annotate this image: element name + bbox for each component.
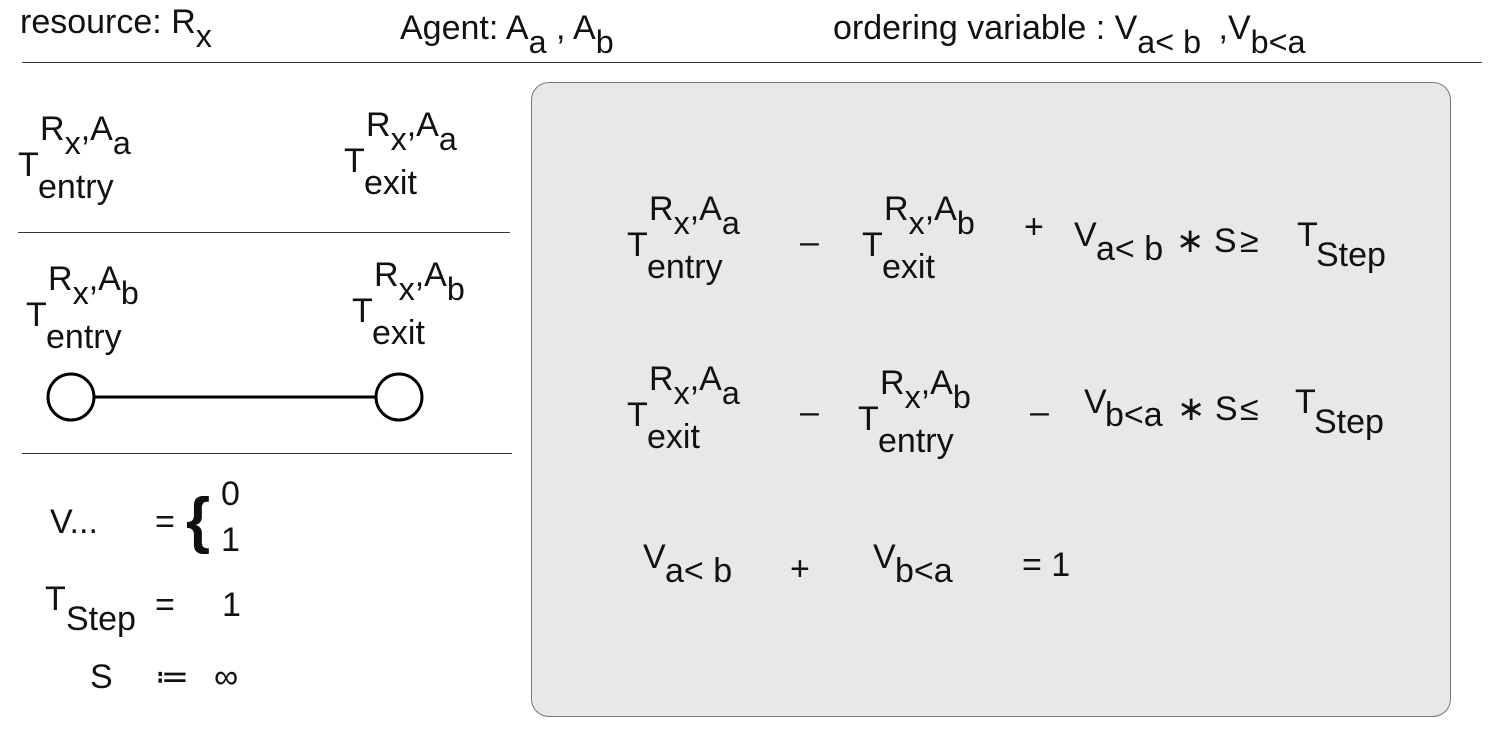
- t-subscript: entry: [647, 248, 723, 286]
- ordering-v2-symbol: V: [1227, 9, 1251, 47]
- t-subscript: entry: [46, 318, 122, 356]
- agent-a-symbol: A: [505, 9, 529, 47]
- tstep-subscript: Step: [66, 600, 136, 638]
- constraint-panel: [531, 82, 1451, 717]
- eq1-minus: –: [800, 223, 819, 261]
- eq3-v1-symbol: V: [643, 538, 666, 576]
- tstep-symbol: T: [45, 580, 66, 618]
- ordering-separator: ,: [1218, 9, 1228, 47]
- t-exit-rx-ab: Rx,Ab T exit: [352, 258, 552, 368]
- ordering-v2-subscript: b<a: [1250, 23, 1306, 60]
- eq1-multiply-s: ∗ S: [1176, 222, 1237, 260]
- eq1-geq: ≥: [1240, 222, 1259, 260]
- t-superscript: Rx,Ab: [48, 260, 139, 311]
- t-subscript: exit: [647, 418, 700, 456]
- t-symbol: T: [344, 142, 365, 180]
- s-value-infinity: ∞: [214, 658, 239, 696]
- v-value-zero: 0: [221, 475, 240, 513]
- eq3-v2-subscript: b<a: [895, 552, 953, 590]
- agent-a-subscript: a: [528, 23, 547, 60]
- t-symbol: T: [627, 226, 648, 264]
- t-superscript: Rx,Ab: [884, 190, 975, 241]
- t-subscript: exit: [364, 164, 417, 202]
- v-value-one: 1: [221, 521, 240, 559]
- ordering-label: ordering variable :: [833, 9, 1106, 47]
- t-subscript: entry: [38, 168, 114, 206]
- agent-separator: ,: [556, 9, 566, 47]
- t-superscript: Rx,Aa: [40, 110, 131, 161]
- eq2-minus-1: –: [800, 393, 819, 431]
- eq1-v-symbol: V: [1074, 216, 1097, 254]
- ordering-v1-symbol: V: [1114, 9, 1138, 47]
- t-superscript: Rx,Aa: [649, 360, 740, 411]
- s-symbol: S: [90, 658, 113, 696]
- t-superscript: Rx,Ab: [880, 364, 971, 415]
- eq3-v2-symbol: V: [873, 538, 896, 576]
- resource-label: resource:: [20, 3, 162, 41]
- t-entry-rx-aa: Rx,Aa T entry: [18, 112, 218, 222]
- eq3-rhs: = 1: [1022, 546, 1071, 584]
- t-symbol: T: [627, 396, 648, 434]
- eq2-rhs-t-symbol: T: [1295, 383, 1316, 421]
- left-divider-2: [22, 453, 512, 454]
- brace-icon: {: [186, 486, 211, 555]
- v-def-equals: =: [155, 503, 175, 541]
- t-superscript: Rx,Aa: [649, 190, 740, 241]
- resource-symbol: R: [171, 3, 196, 41]
- interval-connector: [46, 372, 424, 422]
- eq2-minus-2: –: [1030, 393, 1049, 431]
- tstep-value: 1: [222, 586, 241, 624]
- t-superscript: Rx,Aa: [366, 106, 457, 157]
- tstep-equals: =: [155, 586, 175, 624]
- left-divider-1: [18, 232, 510, 233]
- t-symbol: T: [26, 296, 47, 334]
- t-symbol: T: [352, 292, 373, 330]
- eq1-t-entry-aa: Rx,Aa T entry: [627, 192, 827, 302]
- eq2-multiply-s: ∗ S: [1177, 390, 1238, 428]
- eq2-rhs-t-subscript: Step: [1314, 403, 1384, 441]
- agent-label: Agent:: [400, 9, 499, 47]
- t-exit-rx-aa: Rx,Aa T exit: [344, 108, 544, 218]
- eq1-rhs-t-subscript: Step: [1316, 236, 1386, 274]
- v-generic-symbol: V...: [50, 503, 98, 541]
- eq2-leq: ≤: [1240, 390, 1259, 428]
- eq2-t-exit-aa: Rx,Aa T exit: [627, 362, 827, 472]
- t-symbol: T: [18, 146, 39, 184]
- entry-node: [46, 372, 96, 422]
- header-divider: [22, 62, 1482, 63]
- eq3-v1-subscript: a< b: [665, 552, 733, 590]
- eq3-plus: +: [790, 550, 810, 588]
- eq2-v-symbol: V: [1084, 383, 1107, 421]
- t-entry-rx-ab: Rx,Ab T entry: [26, 262, 226, 372]
- resource-subscript: x: [195, 17, 212, 54]
- t-subscript: exit: [372, 314, 425, 352]
- eq1-rhs-t-symbol: T: [1297, 216, 1318, 254]
- ordering-variable-definition: ordering variable : Va< b ,Vb<a: [833, 8, 1305, 60]
- t-subscript: entry: [878, 422, 954, 460]
- t-superscript: Rx,Ab: [374, 256, 465, 307]
- agent-definition: Agent: Aa , Ab: [400, 8, 614, 60]
- s-assign-op: ≔: [155, 658, 189, 696]
- t-symbol: T: [862, 226, 883, 264]
- ordering-v1-subscript: a< b: [1137, 23, 1202, 60]
- agent-b-symbol: A: [573, 9, 596, 47]
- resource-definition: resource: Rx: [20, 2, 212, 54]
- t-subscript: exit: [882, 248, 935, 286]
- eq1-t-exit-ab: Rx,Ab T exit: [862, 192, 1062, 302]
- t-symbol: T: [858, 400, 879, 438]
- eq1-plus: +: [1024, 208, 1044, 246]
- eq2-v-subscript: b<a: [1105, 396, 1163, 434]
- eq1-v-subscript: a< b: [1096, 230, 1164, 268]
- agent-b-subscript: b: [595, 23, 614, 60]
- eq2-t-entry-ab: Rx,Ab T entry: [858, 366, 1058, 476]
- exit-node: [374, 372, 424, 422]
